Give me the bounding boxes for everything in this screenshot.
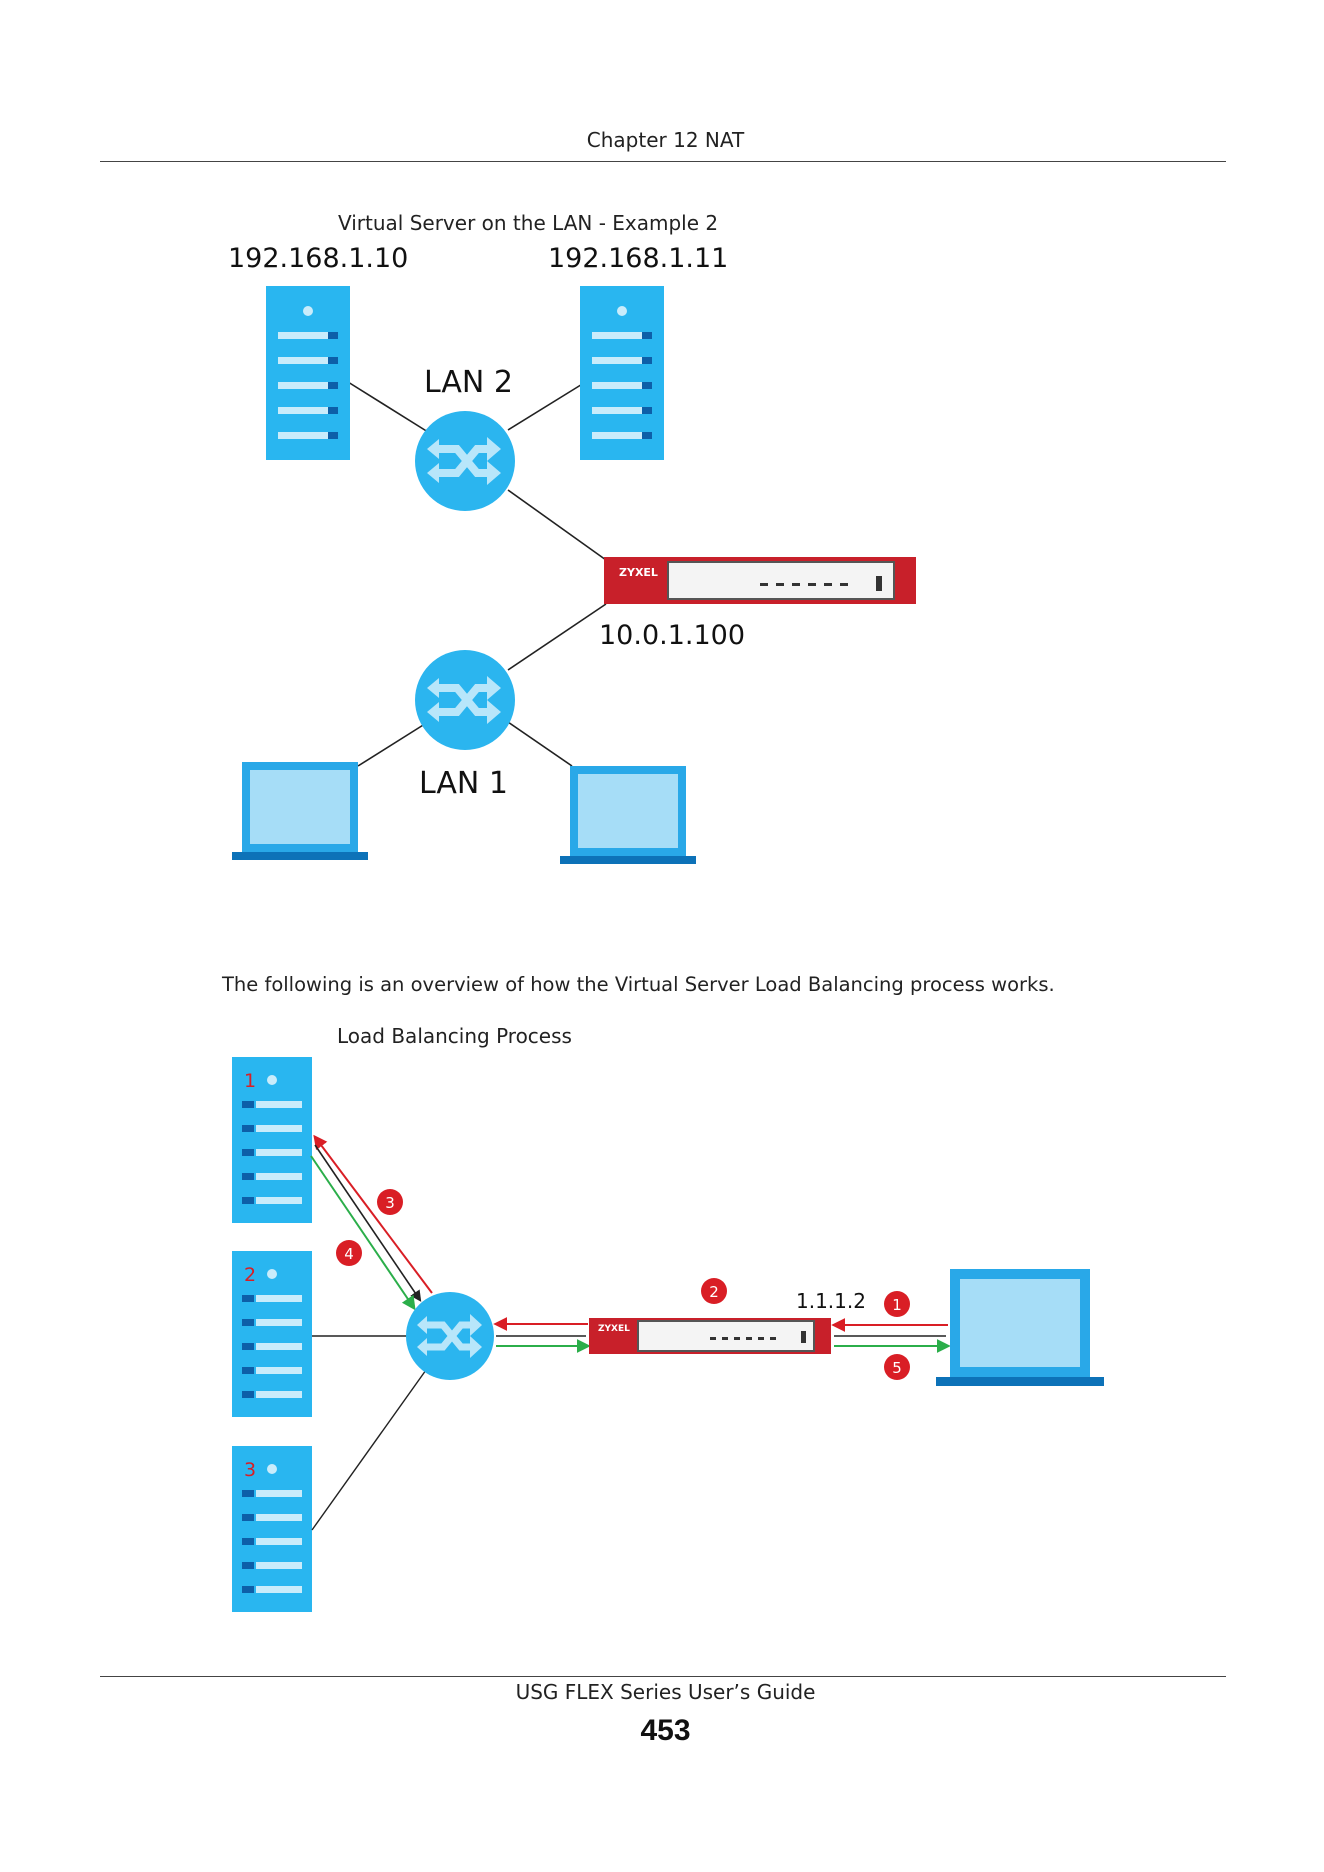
switch-icon (406, 1292, 494, 1380)
firewall-device-icon-2: ZYXEL (589, 1318, 831, 1354)
figure2-links (312, 1336, 426, 1530)
guide-title: USG FLEX Series User’s Guide (0, 1680, 1324, 1704)
client-laptop-icon (936, 1269, 1104, 1386)
step-badge-5: 5 (884, 1354, 910, 1380)
arrow-step-3 (315, 1137, 432, 1293)
body-paragraph: The following is an overview of how the … (222, 973, 1055, 996)
server-icon-lan2-left (266, 286, 350, 460)
server-ip-left: 192.168.1.10 (228, 243, 408, 274)
svg-text:2: 2 (709, 1283, 719, 1301)
step-badge-1: 1 (884, 1291, 910, 1317)
svg-text:4: 4 (344, 1245, 354, 1263)
server-number-2: 2 (244, 1264, 256, 1286)
device-brand-label-2: ZYXEL (598, 1324, 630, 1334)
device-ip-label: 10.0.1.100 (599, 620, 745, 651)
svg-text:3: 3 (385, 1194, 395, 1212)
device-brand-label: ZYXEL (619, 566, 658, 579)
svg-text:5: 5 (892, 1359, 902, 1377)
page-number: 453 (0, 1714, 1324, 1748)
lan2-label: LAN 2 (424, 365, 513, 400)
figure2-diagram: 1 2 3 ZYXEL 1. (0, 1050, 1324, 1650)
laptop-icon-lan1-left (232, 762, 368, 860)
switch-icon-lan2 (415, 411, 515, 511)
step-badge-3: 3 (377, 1189, 403, 1215)
step-badge-2: 2 (701, 1278, 727, 1304)
lan1-label: LAN 1 (419, 766, 508, 801)
figure2-caption: Load Balancing Process (337, 1024, 572, 1048)
server-icon-lan2-right (580, 286, 664, 460)
arrow-step-4 (311, 1156, 414, 1308)
server-ip-right: 192.168.1.11 (548, 243, 728, 274)
firewall-device-icon: ZYXEL (604, 557, 916, 604)
switch-icon-lan1 (415, 650, 515, 750)
figure1-diagram: ZYXEL 192.168.1.10 192.168.1.11 LAN 2 10… (0, 0, 1324, 900)
server-number-3: 3 (244, 1459, 256, 1481)
step-badge-4: 4 (336, 1240, 362, 1266)
laptop-icon-lan1-right (560, 766, 696, 864)
server-number-1: 1 (244, 1070, 256, 1092)
arrow-server-link (315, 1145, 420, 1300)
footer-rule (100, 1676, 1226, 1677)
svg-text:1: 1 (892, 1296, 902, 1314)
public-ip-label: 1.1.1.2 (796, 1289, 866, 1313)
